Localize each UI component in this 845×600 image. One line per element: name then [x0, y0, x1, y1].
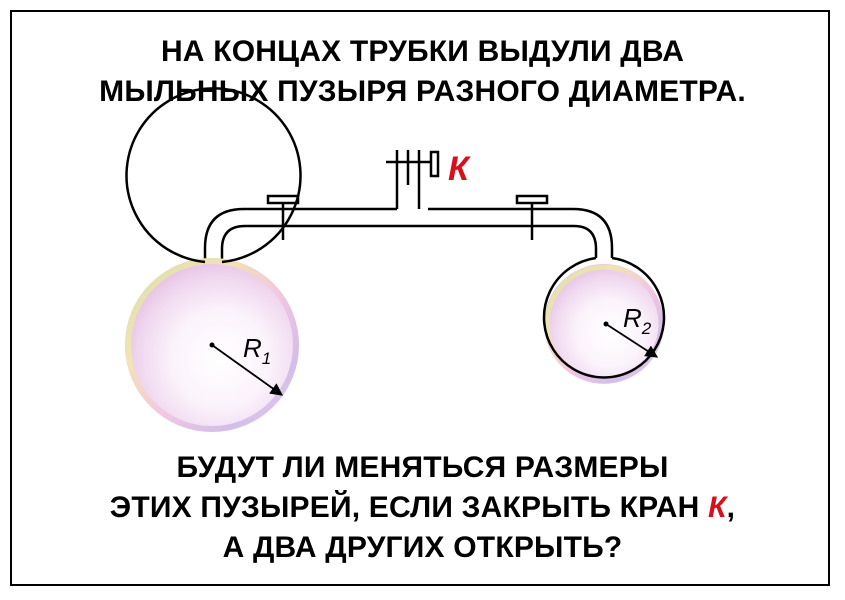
valve-left[interactable]: [266, 194, 300, 240]
radius-right-label: R2: [623, 303, 652, 338]
valve-right[interactable]: [515, 194, 549, 240]
tube-outer-wall-right: [428, 207, 614, 258]
question-bottom-line-2-text: ЭТИХ ПУЗЫРЕЙ, ЕСЛИ ЗАКРЫТЬ КРАН: [109, 491, 708, 524]
question-bottom-line-2-comma: ,: [726, 491, 736, 524]
bubble-left-outline: [125, 87, 302, 264]
question-top-line-1: НА КОНЦАХ ТРУБКИ ВЫДУЛИ ДВА: [160, 35, 685, 68]
valve-k-reference: К: [708, 491, 727, 524]
question-bottom-line-2: ЭТИХ ПУЗЫРЕЙ, ЕСЛИ ЗАКРЫТЬ КРАН К,: [0, 488, 845, 528]
tube-outer-wall: [203, 207, 397, 262]
radius-left-label: R1: [243, 333, 271, 368]
radius-right-arrow: [605, 323, 659, 358]
bubble-left: [125, 87, 302, 432]
bubble-right-outline: [542, 256, 666, 379]
tube: [203, 150, 614, 262]
valve-left-handle: [266, 194, 300, 205]
valve-k-label: К: [448, 150, 471, 188]
valve-k-handle: [429, 150, 440, 178]
question-bottom-line-3: А ДВА ДРУГИХ ОТКРЫТЬ?: [222, 531, 623, 564]
question-bottom-line-1: БУДУТ ЛИ МЕНЯТЬСЯ РАЗМЕРЫ: [176, 451, 669, 484]
radius-left-arrow: [211, 344, 284, 396]
tube-inner-wall: [220, 224, 598, 262]
valve-right-handle: [515, 194, 549, 205]
bubble-right: [542, 256, 666, 384]
question-top: НА КОНЦАХ ТРУБКИ ВЫДУЛИ ДВА МЫЛЬНЫХ ПУЗЫ…: [0, 32, 845, 112]
question-top-line-2: МЫЛЬНЫХ ПУЗЫРЯ РАЗНОГО ДИАМЕТРА.: [99, 75, 746, 108]
question-bottom: БУДУТ ЛИ МЕНЯТЬСЯ РАЗМЕРЫ ЭТИХ ПУЗЫРЕЙ, …: [0, 448, 845, 568]
valve-k[interactable]: [386, 150, 440, 185]
